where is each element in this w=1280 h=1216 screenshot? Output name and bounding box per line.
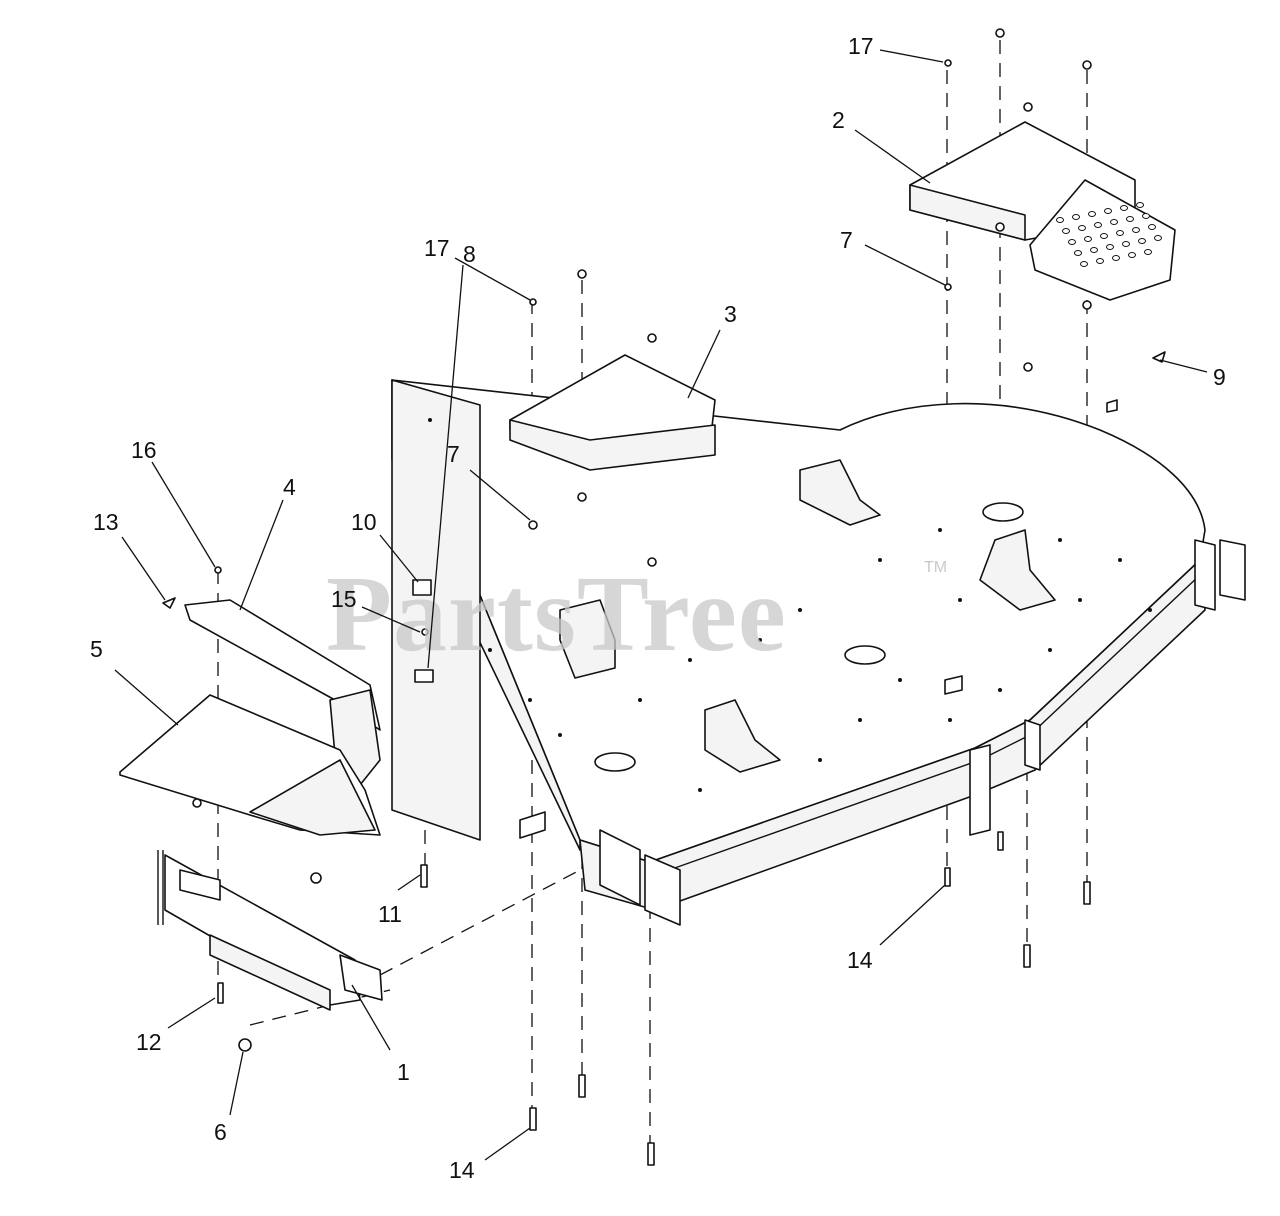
callout-17-top: 17 — [848, 33, 874, 59]
perforation-hole — [1090, 247, 1098, 253]
callout-9: 9 — [1213, 364, 1226, 390]
perforation-hole — [1100, 233, 1108, 239]
callout-10: 10 — [351, 509, 377, 535]
perforation-hole — [1116, 230, 1124, 236]
perforation-hole — [1056, 217, 1064, 223]
callout-7-top: 7 — [840, 227, 853, 253]
callout-5: 5 — [90, 636, 103, 662]
perforation-hole — [1072, 214, 1080, 220]
callout-4: 4 — [283, 474, 296, 500]
perforation-hole — [1148, 224, 1156, 230]
callout-6: 6 — [214, 1119, 227, 1145]
perforation-hole — [1126, 216, 1134, 222]
leader-lines — [114, 49, 1208, 1161]
callout-11: 11 — [378, 901, 402, 927]
perforation-hole — [1094, 222, 1102, 228]
perforation-hole — [1096, 258, 1104, 264]
perforation-hole — [1062, 228, 1070, 234]
part-1-bar — [157, 850, 383, 1011]
callout-12: 12 — [136, 1029, 162, 1055]
callout-8: 8 — [463, 241, 476, 267]
callout-13: 13 — [93, 509, 119, 535]
callout-labels: 17 2 7 17 3 9 16 4 13 7 10 15 8 5 11 14 … — [90, 33, 1226, 1183]
part-2-perforations — [1056, 202, 1162, 267]
callout-16: 16 — [131, 437, 157, 463]
part-5-plate — [119, 694, 381, 836]
deck-holes — [428, 418, 1152, 792]
callout-2: 2 — [832, 107, 845, 133]
perforation-hole — [1112, 255, 1120, 261]
watermark: PartsTree — [326, 555, 787, 674]
perforation-hole — [1144, 249, 1152, 255]
callout-17-mid: 17 — [424, 235, 450, 261]
perforation-hole — [1154, 235, 1162, 241]
callout-3: 3 — [724, 301, 737, 327]
perforation-hole — [1104, 208, 1112, 214]
part-3-shield — [509, 354, 716, 471]
perforation-hole — [1128, 252, 1136, 258]
perforation-hole — [1078, 225, 1086, 231]
perforation-hole — [1136, 202, 1144, 208]
perforation-hole — [1122, 241, 1130, 247]
part-2-shield — [909, 121, 1176, 301]
perforation-hole — [1088, 211, 1096, 217]
perforation-hole — [1138, 238, 1146, 244]
watermark-trademark: TM — [924, 559, 947, 576]
perforation-hole — [1110, 219, 1118, 225]
perforation-hole — [1106, 244, 1114, 250]
perforation-hole — [1074, 250, 1082, 256]
callout-1: 1 — [397, 1059, 410, 1085]
fasteners — [162, 28, 1166, 1166]
perforation-hole — [1132, 227, 1140, 233]
callout-14-right: 14 — [847, 947, 873, 973]
perforation-hole — [1142, 213, 1150, 219]
perforation-hole — [1080, 261, 1088, 267]
mower-deck — [391, 379, 1246, 926]
callout-7-mid: 7 — [447, 441, 460, 467]
perforation-hole — [1084, 236, 1092, 242]
perforation-hole — [1120, 205, 1128, 211]
callout-15: 15 — [331, 586, 357, 612]
callout-14-bottom: 14 — [449, 1157, 475, 1183]
perforation-hole — [1068, 239, 1076, 245]
